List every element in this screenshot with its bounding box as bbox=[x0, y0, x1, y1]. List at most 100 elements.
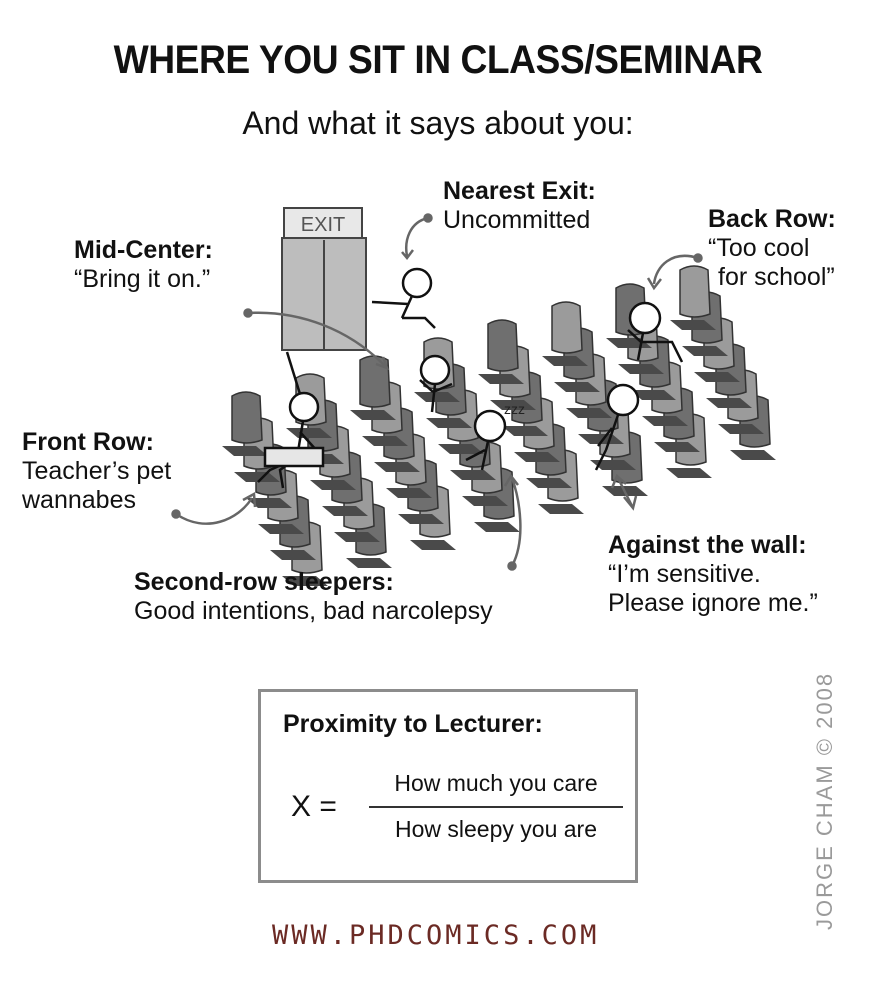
seat-base bbox=[222, 446, 268, 456]
label-text: Good intentions, bad narcolepsy bbox=[134, 597, 493, 625]
figure-back-row bbox=[627, 301, 684, 363]
seat bbox=[551, 301, 583, 354]
seat bbox=[679, 265, 711, 318]
arrow-against-wall bbox=[616, 477, 634, 507]
label-text: “Bring it on.” bbox=[74, 265, 211, 293]
figure-nearest-exit bbox=[371, 267, 436, 329]
arrow-second-row bbox=[510, 477, 522, 567]
seat-base bbox=[554, 382, 600, 392]
seat-base bbox=[438, 444, 484, 454]
figure-against-wall bbox=[594, 383, 640, 471]
seat-base bbox=[474, 522, 520, 532]
label-text: Teacher’s pet bbox=[22, 457, 172, 485]
arrows bbox=[171, 213, 703, 571]
seat-base bbox=[578, 434, 624, 444]
seat-base bbox=[310, 480, 356, 490]
label-text: Uncommitted bbox=[443, 206, 591, 234]
formula-title: Proximity to Lecturer: bbox=[283, 710, 543, 738]
label-front-row: Front Row: Teacher’s pet wannabes bbox=[22, 428, 171, 515]
seat-base bbox=[566, 408, 612, 418]
label-against-wall: Against the wall: “I’m sensitive. Please… bbox=[608, 531, 818, 618]
stick-figures bbox=[257, 267, 684, 489]
artist-signature: JORGE CHAM © 2008 bbox=[812, 671, 837, 930]
seat-rows bbox=[222, 265, 776, 586]
seat-base bbox=[670, 320, 716, 330]
seat-base bbox=[718, 424, 764, 434]
seat-base bbox=[386, 488, 432, 498]
formula-box: Proximity to Lecturer: X = How much you … bbox=[258, 689, 638, 883]
label-heading: Back Row: bbox=[708, 205, 836, 233]
seat-base bbox=[246, 498, 292, 508]
seat-base bbox=[258, 524, 304, 534]
figure-second-row-sleeper bbox=[465, 409, 507, 471]
arrow-back-row bbox=[652, 254, 699, 285]
label-text: wannabes bbox=[22, 486, 136, 514]
arrow-nearest-exit bbox=[405, 216, 429, 257]
seat-base bbox=[542, 356, 588, 366]
seat-base bbox=[538, 504, 584, 514]
seat-base bbox=[450, 470, 496, 480]
label-heading: Against the wall: bbox=[608, 531, 807, 559]
figure-mid-center bbox=[419, 354, 453, 413]
formula-numerator: How much you care bbox=[394, 770, 598, 796]
seat-base bbox=[666, 468, 712, 478]
fraction-bar bbox=[369, 806, 623, 808]
figure-front-row bbox=[257, 351, 325, 489]
seat-base bbox=[322, 506, 368, 516]
seat-base bbox=[478, 374, 524, 384]
label-second-row-sleepers: Second-row sleepers: Good intentions, ba… bbox=[134, 568, 493, 626]
arrow-front-row bbox=[175, 497, 254, 525]
seat-base bbox=[374, 462, 420, 472]
seat-base bbox=[410, 540, 456, 550]
label-heading: Front Row: bbox=[22, 428, 154, 456]
seat-base bbox=[426, 418, 472, 428]
comic-subtitle: And what it says about you: bbox=[242, 105, 634, 141]
seat-base bbox=[490, 400, 536, 410]
exit-door: EXIT bbox=[281, 207, 367, 351]
seat-base bbox=[270, 550, 316, 560]
label-heading: Mid-Center: bbox=[74, 236, 213, 264]
seat-base bbox=[730, 450, 776, 460]
seat bbox=[359, 355, 391, 408]
label-heading: Nearest Exit: bbox=[443, 177, 596, 205]
seat-base bbox=[654, 442, 700, 452]
seat-base bbox=[398, 514, 444, 524]
seat-base bbox=[282, 576, 328, 586]
seat-base bbox=[286, 428, 332, 438]
comic-title: WHERE YOU SIT IN CLASS/SEMINAR bbox=[113, 38, 763, 82]
seat-base bbox=[462, 496, 508, 506]
seat-base bbox=[590, 460, 636, 470]
label-back-row: Back Row: “Too cool for school” bbox=[708, 205, 836, 292]
seat-base bbox=[350, 410, 396, 420]
label-text: “I’m sensitive. bbox=[608, 560, 761, 588]
seat-base bbox=[526, 478, 572, 488]
label-text: “Too cool bbox=[708, 234, 810, 262]
seat-base bbox=[362, 436, 408, 446]
label-text: Please ignore me.” bbox=[608, 589, 818, 617]
label-nearest-exit: Nearest Exit: Uncommitted bbox=[443, 177, 596, 235]
seat-base bbox=[234, 472, 280, 482]
seat-base bbox=[502, 426, 548, 436]
exit-sign-text: EXIT bbox=[301, 214, 345, 236]
formula-variable: X = bbox=[291, 790, 337, 823]
website-url: WWW.PHDCOMICS.COM bbox=[272, 920, 600, 951]
exit-sign bbox=[283, 207, 363, 239]
seat-base bbox=[642, 416, 688, 426]
label-heading: Second-row sleepers: bbox=[134, 568, 394, 596]
label-mid-center: Mid-Center: “Bring it on.” bbox=[74, 236, 213, 294]
seat-base bbox=[334, 532, 380, 542]
seat-base bbox=[618, 364, 664, 374]
seat bbox=[487, 319, 519, 372]
seat-base bbox=[414, 392, 460, 402]
seat bbox=[231, 391, 263, 444]
seat-base bbox=[694, 372, 740, 382]
arrow-mid-center bbox=[247, 311, 386, 367]
seat-base bbox=[706, 398, 752, 408]
seat-base bbox=[682, 346, 728, 356]
formula-denominator: How sleepy you are bbox=[395, 816, 597, 842]
seat-base bbox=[630, 390, 676, 400]
sleep-zzz: zzz bbox=[504, 401, 525, 417]
seat-base bbox=[346, 558, 392, 568]
seat-base bbox=[514, 452, 560, 462]
